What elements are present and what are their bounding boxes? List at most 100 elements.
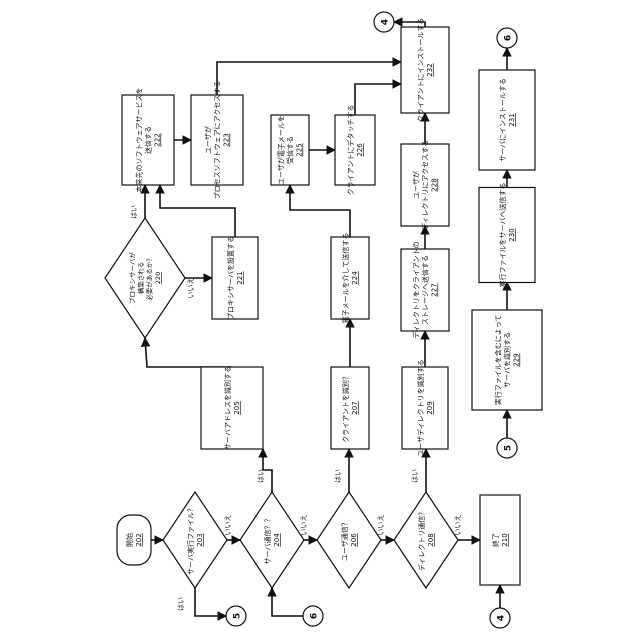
edge-223-232: [217, 62, 401, 95]
edge-label-yes_204: はい: [257, 469, 265, 483]
node-n230: 実行ファイルをサーバへ送信する230: [479, 183, 535, 288]
edge-label-no_206: いいえ: [377, 515, 385, 536]
connector-c5a: 5: [226, 606, 246, 626]
c4a-label: 4: [497, 615, 507, 621]
edge-label-no_204: いいえ: [300, 515, 308, 536]
n230-ref: 230: [508, 228, 516, 241]
n228-ref: 228: [430, 178, 438, 191]
node-n228: ユーザがディレクトリにアクセスする228: [401, 140, 449, 230]
n231-line-0: サーバにインストールする: [499, 78, 507, 162]
node-n209: ユーザディレクトリを識別する209: [402, 359, 448, 456]
connector-c4a: 4: [490, 608, 510, 628]
node-n203: サーバ実行ファイル？203: [163, 492, 227, 588]
n230-line-0: 実行ファイルをサーバへ送信する: [498, 183, 507, 288]
node-n208: ディレクトリ通信？208: [394, 492, 458, 588]
c5b-label: 5: [504, 445, 514, 451]
edge-203-c5a: [195, 588, 226, 616]
n227-ref: 227: [430, 283, 438, 296]
n204-ref: 204: [273, 533, 281, 547]
n205-ref: 205: [233, 401, 241, 414]
node-n210: 終了210: [480, 495, 520, 585]
n228-line-1: ディレクトリにアクセスする: [420, 140, 429, 230]
n207-line-0: クライアントを識別？: [341, 373, 350, 443]
n225-ref: 225: [295, 143, 303, 156]
n203-ref: 203: [196, 533, 204, 546]
n224-line-0: 電子メールを介して送信する: [341, 233, 350, 324]
c5a-label: 5: [233, 613, 243, 619]
n220-line-2: 必要があるか？: [145, 255, 154, 301]
c4b-label: 4: [381, 19, 391, 25]
node-n224: 電子メールを介して送信する224: [331, 233, 369, 324]
c6b-label: 6: [504, 35, 514, 41]
c6a-label: 6: [310, 613, 320, 619]
n223-line-0: ユーザが: [203, 126, 212, 154]
n229-line-0: 実行ファイルを含むによって: [493, 315, 502, 405]
n222-ref: 222: [153, 133, 161, 146]
n228-line-0: ユーザが: [411, 171, 420, 199]
n206-line-0: ユーザ通信？: [340, 519, 349, 561]
node-n220: プロキシサーバが構築される必要があるか？220: [105, 218, 185, 338]
n209-ref: 209: [426, 401, 434, 414]
edge-label-yes_220: はい: [130, 205, 138, 219]
n220-line-1: 構築される: [136, 262, 145, 295]
edge-label-yes_203: はい: [177, 597, 185, 611]
flow-shapes: 開始202サーバ実行ファイル？203サーバ通信？？204ユーザ通信？206ディレ…: [105, 12, 542, 628]
node-n232: クライアントにインストールする232: [401, 18, 449, 123]
n226-ref: 226: [356, 143, 364, 157]
n203-line-0: サーバ実行ファイル？: [186, 505, 195, 575]
node-n223: ユーザがプロセスソフトウェアにアクセスする223: [191, 81, 243, 200]
node-n222: 本来先のソフトウェアサービスを送信する222: [122, 88, 174, 193]
node-n202: 開始202: [117, 515, 151, 565]
n204-line-0: サーバ通信？？: [263, 516, 272, 565]
edge-205-220: [145, 338, 232, 367]
node-n226: クライアントにデタッチする226: [335, 105, 375, 196]
node-n207: クライアントを識別？207: [331, 367, 369, 449]
n209-line-0: ユーザディレクトリを識別する: [416, 359, 425, 456]
node-n231: サーバにインストールする231: [479, 70, 535, 170]
n207-ref: 207: [351, 401, 359, 414]
node-n225: ユーザが電子メールを受信する225: [271, 115, 309, 185]
connector-c4b: 4: [374, 12, 394, 32]
n210-text: 終了210: [491, 533, 509, 547]
connector-c6b: 6: [497, 28, 517, 48]
edge-label-no_220: いいえ: [187, 278, 195, 299]
node-n205: サーバアドレスを識別する205: [201, 366, 263, 450]
n222-line-0: 本来先のソフトウェアサービスを: [134, 88, 143, 193]
n220-ref: 220: [154, 272, 162, 284]
n226-line-0: クライアントにデタッチする: [346, 105, 355, 196]
node-n221: プロキシサーバを設置する221: [212, 236, 258, 320]
edge-label-yes_206: はい: [334, 469, 342, 483]
n229-line-1: サーバを識別する: [502, 332, 511, 388]
n225-line-0: ユーザが電子メールを: [276, 115, 285, 185]
n227-line-1: ストレージへ送信する: [420, 255, 429, 325]
n202-ref: 202: [135, 533, 143, 546]
n210-line-0: 終了: [491, 533, 500, 547]
n206-ref: 206: [350, 533, 358, 547]
n208-ref: 208: [427, 533, 435, 546]
edge-226-232: [355, 84, 401, 115]
n225-line-1: 受信する: [285, 136, 294, 164]
n227-line-0: ディレクトリをクライアントの: [411, 241, 420, 338]
edge-c6a-204: [272, 588, 303, 616]
n210-ref: 210: [501, 533, 509, 546]
connector-c6a: 6: [303, 606, 323, 626]
n221-ref: 221: [236, 271, 244, 284]
n224-ref: 224: [351, 271, 359, 285]
edge-label-no_208: いいえ: [454, 515, 462, 536]
edge-224-225: [290, 185, 350, 237]
connector-c5b: 5: [497, 438, 517, 458]
n222-line-1: 送信する: [143, 126, 152, 154]
node-n204: サーバ通信？？204: [240, 492, 304, 588]
n221-line-0: プロキシサーバを設置する: [226, 236, 235, 320]
node-n229: 実行ファイルを含むによってサーバを識別する229: [472, 310, 542, 410]
n232-ref: 232: [426, 63, 434, 76]
node-n227: ディレクトリをクライアントのストレージへ送信する227: [401, 241, 449, 338]
edge-label-yes_208: はい: [411, 469, 419, 483]
n208-line-0: ディレクトリ通信？: [417, 509, 426, 572]
n202-text: 開始202: [125, 533, 143, 547]
n202-line-0: 開始: [125, 533, 134, 547]
n223-line-1: プロセスソフトウェアにアクセスする: [213, 81, 221, 200]
n229-ref: 229: [512, 353, 520, 366]
edge-label-no_203: いいえ: [224, 515, 232, 536]
